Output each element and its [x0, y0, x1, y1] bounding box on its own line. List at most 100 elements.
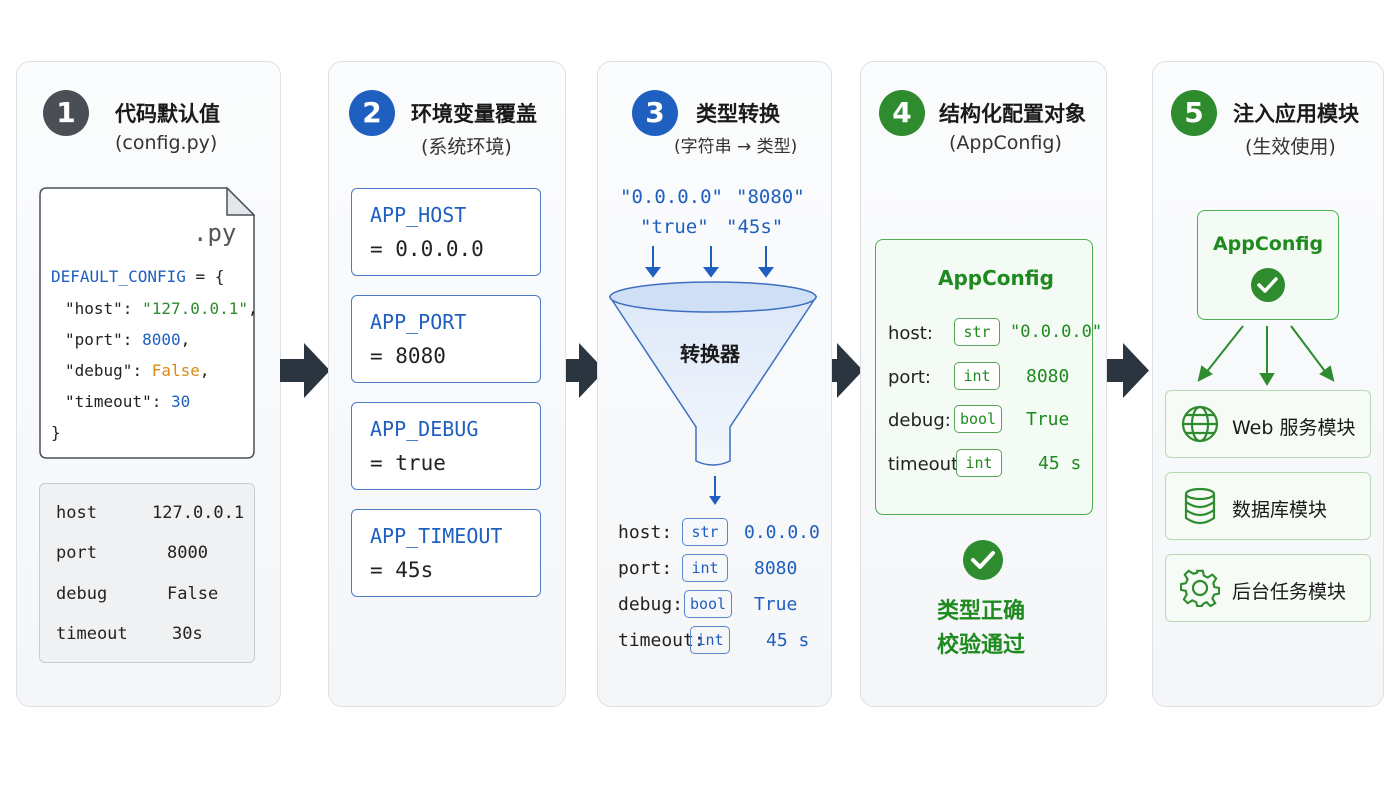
globe-icon — [1181, 405, 1219, 443]
step-4-number: 4 — [879, 90, 925, 136]
step-5-header: 5 注入应用模块 (生效使用) — [1153, 90, 1383, 170]
funnel-icon — [608, 281, 818, 466]
module-background-task: 后台任务模块 — [1165, 554, 1371, 622]
step-5-title: 注入应用模块 — [1233, 102, 1359, 126]
step-3-title: 类型转换 — [696, 102, 780, 126]
step-1-header: 1 代码默认值 (config.py) — [17, 90, 280, 170]
type-tag: int — [690, 626, 730, 654]
down-arrows-icon — [645, 246, 774, 278]
config-value: True — [1026, 409, 1070, 430]
file-shape-icon — [39, 187, 255, 459]
code-value: "127.0.0.1" — [142, 299, 249, 318]
config-key: timeout: — [888, 454, 965, 475]
step-1-subtitle: (config.py) — [115, 132, 218, 154]
module-label: 数据库模块 — [1232, 499, 1328, 521]
config-value: 8080 — [1026, 366, 1070, 387]
input-string: "8080" — [736, 186, 805, 208]
typed-row: debug: — [618, 594, 684, 615]
validation-line-2: 校验通过 — [937, 633, 1026, 658]
code-line-5: "timeout": 30 — [65, 392, 191, 411]
step-3-subtitle: (字符串 → 类型) — [674, 137, 798, 157]
converter-label: 转换器 — [680, 342, 740, 366]
step-4-subtitle: (AppConfig) — [949, 132, 1062, 154]
code-line-4: "debug": False, — [65, 361, 210, 380]
code-key: "host" — [65, 299, 123, 318]
module-label: Web 服务模块 — [1232, 417, 1356, 439]
code-line-3: "port": 8000, — [65, 330, 191, 349]
code-key: "timeout" — [65, 392, 152, 411]
step-4-panel: 4 结构化配置对象 (AppConfig) AppConfig host: st… — [860, 61, 1107, 707]
step-2-subtitle: (系统环境) — [421, 136, 512, 158]
module-database: 数据库模块 — [1165, 472, 1371, 540]
config-key: port: — [888, 367, 931, 388]
code-line-6: } — [51, 423, 61, 442]
code-line-1: DEFAULT_CONFIG = { — [51, 267, 224, 286]
step-5-subtitle: (生效使用) — [1245, 136, 1336, 158]
appconfig-object: AppConfig host: str "0.0.0.0" port: int … — [875, 239, 1102, 515]
step-2-number: 2 — [349, 90, 395, 136]
database-icon — [1184, 487, 1216, 525]
module-label: 后台任务模块 — [1232, 581, 1347, 603]
code-key: "port" — [65, 330, 123, 349]
step-4-header: 4 结构化配置对象 (AppConfig) — [861, 90, 1106, 170]
step-3-panel: 3 类型转换 (字符串 → 类型) "0.0.0.0" "8080" "true… — [597, 61, 832, 707]
step-2-panel: 2 环境变量覆盖 (系统环境) APP_HOST= 0.0.0.0 APP_PO… — [328, 61, 566, 707]
appconfig-source: AppConfig — [1197, 210, 1339, 320]
module-web-service: Web 服务模块 — [1165, 390, 1371, 458]
env-var-app-host: APP_HOST= 0.0.0.0 — [351, 188, 541, 276]
config-key: debug: — [888, 410, 951, 431]
typed-value: 0.0.0.0 — [744, 522, 820, 543]
code-line-2: "host": "127.0.0.1", — [65, 299, 258, 318]
env-var-app-port: APP_PORT= 8080 — [351, 295, 541, 383]
validation-line-1: 类型正确 — [937, 599, 1026, 624]
type-tag: bool — [954, 405, 1002, 433]
config-value: "0.0.0.0" — [1010, 322, 1103, 342]
step-1-title: 代码默认值 — [115, 102, 220, 126]
typed-value: 45 s — [766, 630, 810, 651]
type-tag: str — [682, 518, 728, 546]
step-5-panel: 5 注入应用模块 (生效使用) AppConfig Web 服务模块 — [1152, 61, 1384, 707]
down-arrow-icon — [709, 476, 721, 505]
appconfig-title: AppConfig — [938, 266, 1054, 290]
step-2-header: 2 环境变量覆盖 (系统环境) — [329, 90, 565, 170]
config-key: host: — [888, 323, 933, 344]
type-tag: bool — [684, 590, 732, 618]
step-3-number: 3 — [632, 90, 678, 136]
check-circle-icon — [1251, 268, 1285, 302]
input-string: "true" — [640, 216, 709, 238]
type-tag: str — [954, 318, 1000, 346]
fanout-arrows-icon — [1197, 325, 1335, 386]
type-tag: int — [956, 449, 1002, 477]
code-key: "debug" — [65, 361, 133, 380]
check-circle-icon — [963, 540, 1003, 580]
typed-row: host: — [618, 522, 673, 543]
step-3-header: 3 类型转换 (字符串 → 类型) — [598, 90, 831, 170]
type-tag: int — [954, 362, 1000, 390]
code-brace: = { — [185, 267, 225, 286]
step-2-title: 环境变量覆盖 — [411, 102, 537, 126]
input-string: "45s" — [726, 216, 784, 238]
step-1-number: 1 — [43, 90, 89, 136]
python-file: .py DEFAULT_CONFIG = { "host": "127.0.0.… — [39, 187, 258, 459]
input-string: "0.0.0.0" — [620, 186, 723, 208]
gear-icon — [1180, 569, 1220, 608]
type-tag: int — [682, 554, 728, 582]
flow-arrow-icon — [813, 343, 863, 398]
env-var-app-debug: APP_DEBUG= true — [351, 402, 541, 490]
code-value: 8000 — [142, 330, 181, 349]
code-identifier: DEFAULT_CONFIG — [51, 267, 186, 286]
flow-arrow-icon — [280, 343, 330, 398]
step-5-number: 5 — [1171, 90, 1217, 136]
appconfig-source-title: AppConfig — [1212, 233, 1324, 255]
file-extension: .py — [193, 219, 237, 247]
typed-row: timeout: — [618, 630, 705, 651]
typed-row: port: — [618, 558, 673, 579]
typed-value: 8080 — [754, 558, 798, 579]
flow-arrow-icon — [1099, 343, 1149, 398]
flow-arrow-icon — [555, 343, 605, 398]
